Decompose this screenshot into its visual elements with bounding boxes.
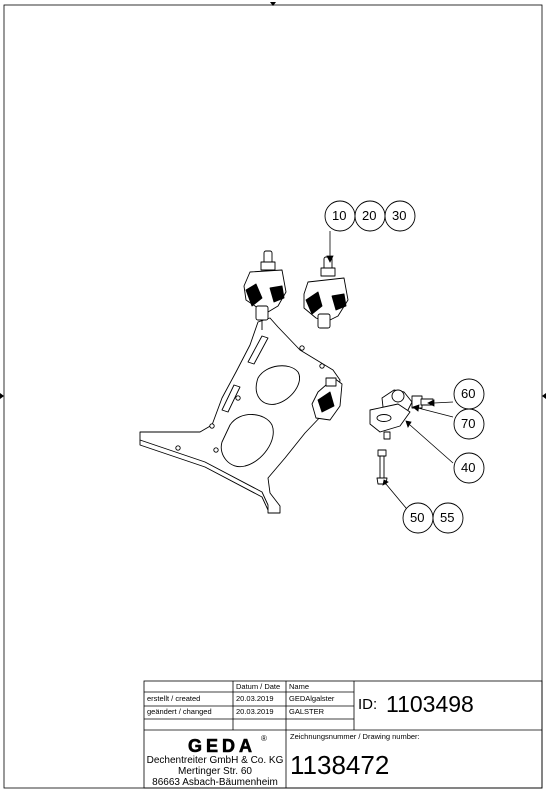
balloon-label-55: 55 — [440, 510, 455, 525]
base-plate — [139, 317, 341, 514]
drawing-number-label: Zeichnungsnummer / Drawing number: — [290, 732, 420, 741]
id-value: 1103498 — [386, 691, 474, 717]
half-coupler-exploded — [369, 389, 434, 485]
balloon — [384, 200, 416, 232]
plate-hole — [209, 423, 215, 429]
date-column-header: Datum / Date — [236, 682, 281, 691]
plate-slot-2 — [247, 335, 269, 365]
name-column-header: Name — [289, 682, 310, 691]
balloon — [453, 408, 485, 440]
balloon-label-40: 40 — [461, 460, 476, 475]
balloon-label-60: 60 — [461, 386, 476, 401]
plate-hole — [299, 345, 305, 351]
balloon-label-10: 10 — [332, 208, 347, 223]
title-block-frame — [143, 680, 543, 789]
plate-hole — [319, 363, 325, 369]
geda-logo: GEDA ® — [183, 734, 267, 756]
plate-hole — [213, 447, 219, 453]
main-assembly-drawing — [139, 250, 434, 514]
coupler-side — [311, 377, 343, 421]
company-street: Mertinger Str. 60 — [178, 766, 252, 777]
logo-text: GEDA — [188, 736, 256, 756]
balloon-label-30: 30 — [392, 208, 407, 223]
changed-label: geändert / changed — [147, 707, 212, 716]
company-name: Dechentreiter GmbH & Co. KG — [146, 755, 284, 766]
plate-cutout-lower — [220, 414, 274, 468]
created-label: erstellt / created — [147, 694, 201, 703]
plate-cutout-upper — [255, 365, 300, 405]
created-date: 20.03.2019 — [236, 694, 274, 703]
id-label: ID: — [358, 696, 378, 713]
balloon-label-50: 50 — [410, 510, 425, 525]
balloon — [432, 502, 464, 534]
item-balloons — [324, 200, 485, 534]
plate-hole — [235, 395, 241, 401]
leader-lines — [326, 231, 454, 515]
plate-slot-1 — [221, 384, 241, 413]
balloon-label-20: 20 — [362, 208, 377, 223]
changed-date: 20.03.2019 — [236, 707, 274, 716]
created-name: GEDAlgalster — [289, 694, 335, 703]
plate-hole — [175, 445, 181, 451]
logo-registered-mark: ® — [261, 734, 267, 743]
drawing-number: 1138472 — [290, 750, 390, 780]
center-mark-top — [270, 2, 276, 6]
coupler-left — [243, 250, 287, 330]
balloon-label-70: 70 — [461, 416, 476, 431]
company-city: 86663 Asbach-Bäumenheim — [152, 777, 278, 788]
changed-name: GALSTER — [289, 707, 325, 716]
center-mark-left — [0, 393, 4, 399]
coupler-right — [303, 256, 349, 329]
plate-edge — [139, 440, 269, 511]
center-mark-right — [542, 393, 546, 399]
balloon — [453, 452, 485, 484]
